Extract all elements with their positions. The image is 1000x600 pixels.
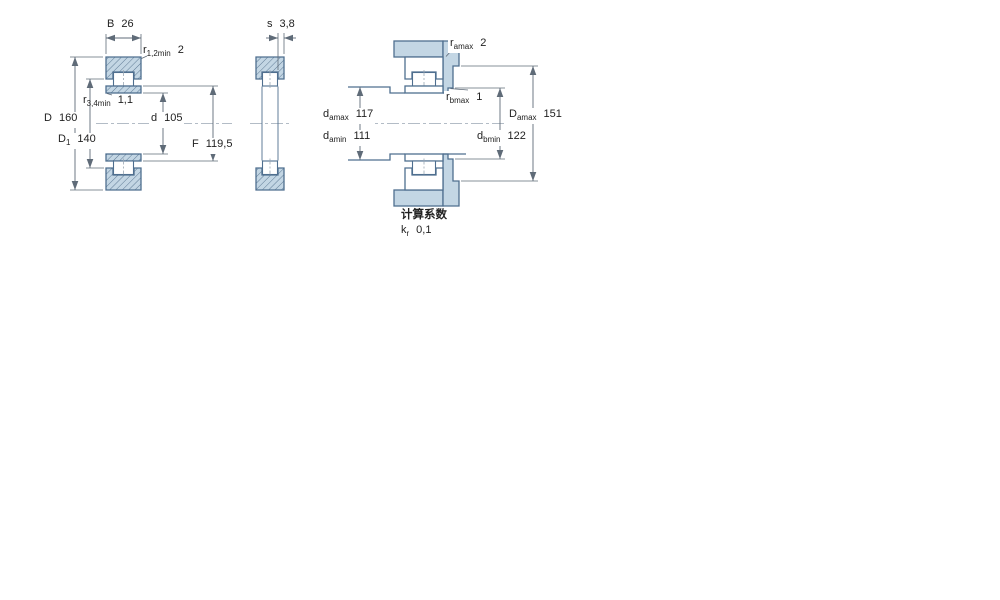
dim-symbol: d (151, 112, 158, 124)
dim-label-B: B 26 (107, 18, 134, 34)
dim-label-s: s 3,8 (267, 18, 295, 34)
r12-leader (141, 55, 148, 59)
dim-symbol: d (323, 130, 330, 142)
dim-value: 2 (177, 44, 184, 56)
dim-symbol: s (267, 18, 273, 30)
dim-symbol: F (192, 138, 199, 150)
dim-value: 140 (77, 133, 96, 145)
dim-label-damin: damin 111 (321, 130, 373, 146)
dim-value: 2 (480, 37, 487, 49)
dim-value: 3,8 (279, 18, 295, 30)
dim-value: 160 (58, 112, 78, 124)
dim-subscript: amax (516, 113, 537, 122)
dim-subscript: 1 (65, 138, 71, 147)
factor-symbol: k (401, 224, 407, 236)
mounting-view (345, 40, 545, 207)
dim-symbol: d (323, 108, 330, 120)
dim-label-r12min: r1,2min 2 (143, 44, 184, 60)
dim-symbol: D (58, 133, 66, 145)
r34-leader (106, 93, 113, 96)
abutment-collar-bottom (442, 153, 460, 207)
inner-ring-top-section (404, 85, 444, 94)
dim-s (266, 33, 296, 70)
dim-value: 1 (476, 91, 483, 103)
dim-label-r34min: r3,4min 1,1 (83, 94, 133, 110)
dim-label-d: d 105 (149, 112, 185, 128)
dim-value: 151 (543, 108, 562, 120)
dim-symbol: r (446, 91, 450, 103)
dim-label-rbmax: rbmax 1 (444, 91, 485, 107)
dim-value: 1,1 (117, 94, 133, 106)
dim-D1 (86, 78, 104, 169)
dim-subscript: bmin (483, 135, 501, 144)
factor-label-kr: kr 0,1 (401, 224, 431, 240)
dim-value: 122 (507, 130, 526, 142)
outer-ring-bottom-section (255, 167, 285, 191)
housing-bottom (393, 189, 444, 207)
factor-value: 0,1 (416, 224, 432, 236)
outer-ring-bottom-section (404, 167, 444, 191)
dim-label-F: F 119,5 (190, 138, 235, 154)
dim-symbol: r (450, 37, 454, 49)
dim-symbol: D (509, 108, 517, 120)
dim-subscript: amax (329, 113, 349, 122)
dim-value: 105 (164, 112, 183, 124)
dim-subscript: amax (453, 42, 474, 51)
dim-subscript: amin (329, 135, 347, 144)
factor-subscript: r (406, 229, 410, 238)
calculation-factors-heading: 计算系数 (401, 209, 447, 221)
dim-label-D1: D1 140 (56, 133, 98, 149)
outer-ring-bottom-section (105, 167, 142, 191)
dim-subscript: bmax (449, 96, 470, 105)
dim-label-D: D 160 (42, 112, 80, 128)
dim-value: 26 (121, 18, 134, 30)
dim-label-dbmin: dbmin 122 (475, 130, 528, 146)
inner-ring-top-section (105, 85, 142, 94)
dim-value: 117 (355, 108, 374, 120)
dim-label-Damax: Damax 151 (507, 108, 564, 124)
dim-symbol: B (107, 18, 115, 30)
dim-symbol: r (143, 44, 147, 56)
housing-top (393, 40, 444, 58)
dim-value: 119,5 (205, 138, 233, 150)
rb-leader (450, 88, 469, 91)
side-view (250, 33, 296, 191)
dim-symbol: D (44, 112, 52, 124)
dim-value: 111 (353, 130, 371, 142)
dim-symbol: d (477, 130, 484, 142)
dim-label-ramax: ramax 2 (448, 37, 489, 53)
dim-label-damax: damax 117 (321, 108, 376, 124)
dim-symbol: r (83, 94, 87, 106)
dim-B (105, 34, 142, 54)
dim-subscript: 1,2min (146, 49, 171, 58)
dim-db (455, 87, 505, 160)
dim-subscript: 3,4min (86, 99, 111, 108)
